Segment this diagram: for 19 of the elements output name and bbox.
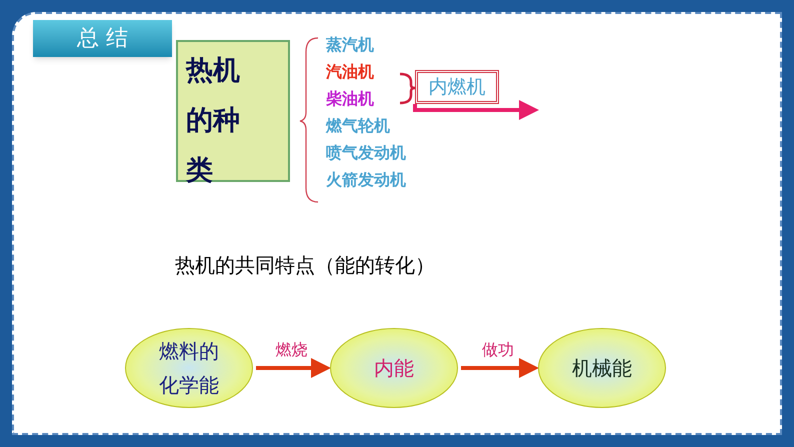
node-text: 内能 — [373, 355, 415, 382]
engine-type-text: 汽油机 — [326, 60, 402, 86]
engine-type-text: 喷气发动机 — [326, 141, 436, 167]
group-box: 内燃机 — [415, 70, 499, 104]
engine-type-text: 柴油机 — [326, 87, 402, 113]
engine-type-text: 蒸汽机 — [326, 33, 436, 59]
node-text: 机械能 — [571, 355, 633, 382]
edge-label: 做功 — [482, 339, 514, 361]
arrow — [413, 100, 539, 120]
section-tab: 总 结 — [33, 20, 172, 57]
subtitle-text: 热机的共同特点（能的转化） — [175, 252, 435, 279]
edge-label: 燃烧 — [276, 339, 308, 361]
engine-type-text: 火箭发动机 — [326, 168, 436, 194]
category-box — [176, 40, 290, 182]
arrow — [461, 358, 539, 378]
node-text: 热机的种类 — [186, 54, 241, 188]
node-text: 燃料的化学能 — [158, 338, 220, 399]
engine-type-text: 燃气轮机 — [326, 114, 436, 140]
arrow — [256, 358, 331, 378]
